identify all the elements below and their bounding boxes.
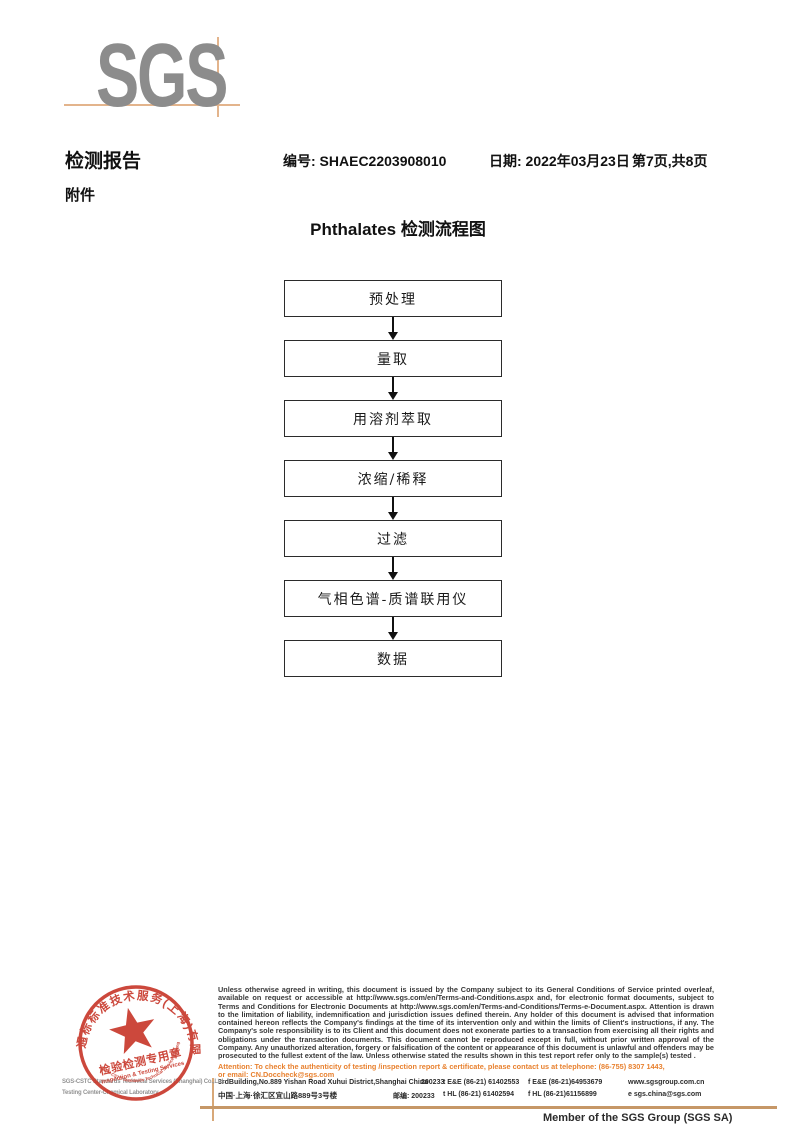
report-date: 日期: 2022年03月23日: [489, 153, 630, 169]
disclaimer-text: Unless otherwise agreed in writing, this…: [218, 985, 714, 1061]
flow-step-solvent-extraction: 用溶剂萃取: [284, 400, 502, 437]
flow-step-label: 气相色谱-质谱联用仪: [317, 591, 469, 608]
attention-line1: Attention: To check the authenticity of …: [218, 1062, 665, 1071]
flow-step-label: 用溶剂萃取: [353, 411, 433, 428]
address-chinese: 中国·上海·徐汇区宜山路889号3号楼: [218, 1091, 338, 1100]
flow-step-label: 过滤: [377, 531, 409, 548]
down-arrow-icon: [284, 437, 502, 460]
stamp-ring: [78, 985, 194, 1101]
flow-step-data: 数据: [284, 640, 502, 677]
sgs-logo: SGS: [96, 26, 229, 126]
postcode-chinese: 邮编: 200233: [393, 1093, 435, 1100]
flow-step-filter: 过滤: [284, 520, 502, 557]
fax-2: f HL (86-21)61156899: [528, 1091, 597, 1098]
email-address: e sgs.china@sgs.com: [628, 1091, 702, 1098]
flow-step-pretreatment: 预处理: [284, 280, 502, 317]
address-divider-line: [212, 1078, 214, 1121]
website-url: www.sgsgroup.com.cn: [628, 1079, 705, 1086]
footer-rule-line: [200, 1106, 777, 1109]
address-english: 3rdBuilding,No.889 Yishan Road Xuhui Dis…: [218, 1079, 429, 1086]
flowchart: 预处理 量取 用溶剂萃取 浓缩/稀释 过滤 气相色谱-质谱联用仪 数据: [284, 280, 502, 677]
flow-step-label: 数据: [377, 651, 409, 668]
inspection-stamp-seal: 通标标准技术服务(上海)有限公司 检验检测专用章 Inspection & Te…: [70, 977, 202, 1101]
attention-notice: Attention: To check the authenticity of …: [218, 1062, 718, 1080]
company-name-line1: SGS-CSTC Standards Technical Services (S…: [62, 1079, 225, 1085]
flow-step-gcms: 气相色谱-质谱联用仪: [284, 580, 502, 617]
flow-step-label: 浓缩/稀释: [357, 471, 429, 488]
down-arrow-icon: [284, 557, 502, 580]
flow-step-label: 量取: [377, 351, 409, 368]
report-number: 编号: SHAEC2203908010: [283, 153, 447, 169]
down-arrow-icon: [284, 377, 502, 400]
telephone-1: t E&E (86-21) 61402553: [443, 1079, 520, 1086]
sgs-group-member-text: Member of the SGS Group (SGS SA): [543, 1112, 733, 1124]
postcode-english: 200233: [421, 1079, 445, 1086]
flow-step-concentrate-dilute: 浓缩/稀释: [284, 460, 502, 497]
down-arrow-icon: [284, 617, 502, 640]
flow-step-measure: 量取: [284, 340, 502, 377]
stamp-star-icon: [109, 1007, 155, 1055]
logo-vertical-line: [217, 37, 219, 117]
flow-step-label: 预处理: [369, 291, 417, 308]
logo-horizontal-line: [64, 104, 240, 106]
page-indicator: 第7页,共8页: [632, 153, 708, 169]
attachment-label: 附件: [65, 187, 96, 204]
fax-1: f E&E (86-21)64953679: [528, 1079, 603, 1086]
telephone-2: t HL (86-21) 61402594: [443, 1091, 515, 1098]
down-arrow-icon: [284, 497, 502, 520]
page-title: 检测报告: [65, 151, 142, 172]
flowchart-title: Phthalates 检测流程图: [310, 220, 486, 239]
down-arrow-icon: [284, 317, 502, 340]
attention-line2: or email: CN.Doccheck@sgs.com: [218, 1070, 335, 1080]
